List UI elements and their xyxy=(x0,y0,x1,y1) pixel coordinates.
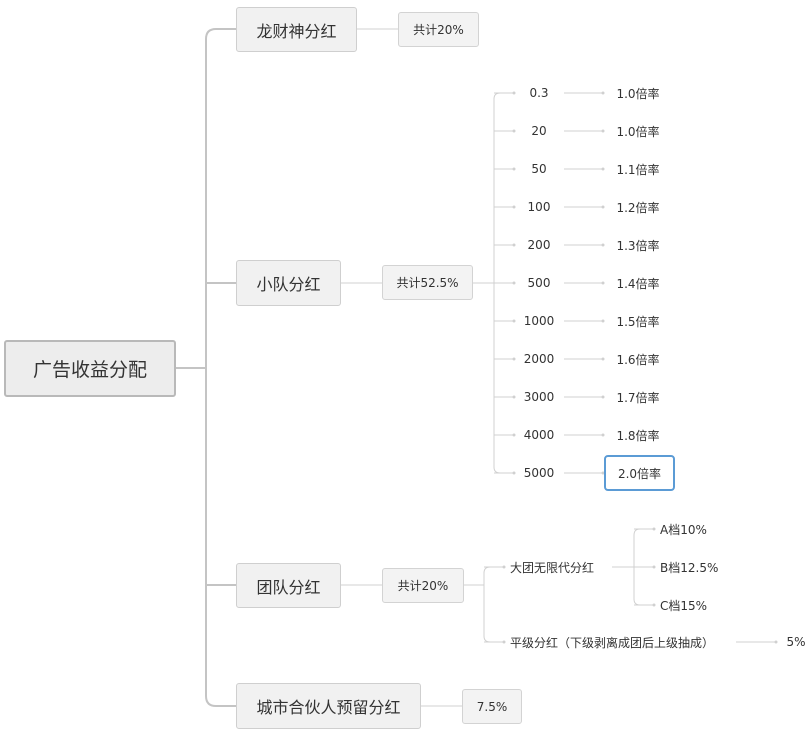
tier-stub-dot xyxy=(512,471,516,475)
tier-rate[interactable]: 1.3倍率 xyxy=(616,238,660,253)
tier-stub-dot xyxy=(512,395,516,399)
branch-city-partner[interactable]: 城市合伙人预留分红 xyxy=(236,683,421,729)
tier-stub-dot xyxy=(512,243,516,247)
tier-rate[interactable]: 1.0倍率 xyxy=(616,124,660,139)
tier-rate-dot xyxy=(601,471,605,475)
tier-rate[interactable]: 1.2倍率 xyxy=(616,200,660,215)
sub-connector-dot xyxy=(502,565,506,569)
sub-connector-dot xyxy=(652,527,656,531)
tier-rate[interactable]: 1.1倍率 xyxy=(616,162,660,177)
tier-rate[interactable]: 1.4倍率 xyxy=(616,276,660,291)
total-tuandui[interactable]: 共计20% xyxy=(382,568,464,603)
sub-datuan[interactable]: 大团无限代分红 xyxy=(510,560,595,575)
tier-amount[interactable]: 20 xyxy=(531,124,547,138)
branch-longcaishen[interactable]: 龙财神分红 xyxy=(236,7,357,52)
tier-stub-dot xyxy=(512,91,516,95)
total-longcaishen[interactable]: 共计20% xyxy=(398,12,479,47)
tier-amount[interactable]: 2000 xyxy=(523,352,555,366)
tier-amount[interactable]: 0.3 xyxy=(529,86,549,100)
tier-amount[interactable]: 1000 xyxy=(523,314,555,328)
tier-rate[interactable]: 1.5倍率 xyxy=(616,314,660,329)
grade-a[interactable]: A档10% xyxy=(660,522,707,537)
tier-rate-dot xyxy=(601,91,605,95)
tier-amount[interactable]: 200 xyxy=(527,238,551,252)
sub-pingji-value[interactable]: 5% xyxy=(786,635,806,649)
tier-rate[interactable]: 1.6倍率 xyxy=(616,352,660,367)
tier-rate-dot xyxy=(601,357,605,361)
tier-rate-dot xyxy=(601,129,605,133)
tier-rate-dot xyxy=(601,281,605,285)
tier-rate-dot xyxy=(601,205,605,209)
tier-rate[interactable]: 1.0倍率 xyxy=(616,86,660,101)
branch-tuandui[interactable]: 团队分红 xyxy=(236,563,341,608)
tier-amount[interactable]: 3000 xyxy=(523,390,555,404)
tier-stub-dot xyxy=(512,205,516,209)
grade-c[interactable]: C档15% xyxy=(660,598,708,613)
grade-b[interactable]: B档12.5% xyxy=(660,560,719,575)
tier-amount[interactable]: 5000 xyxy=(523,466,555,480)
tier-rate-dot xyxy=(601,433,605,437)
tier-stub-dot xyxy=(512,319,516,323)
tier-rate[interactable]: 1.8倍率 xyxy=(616,428,660,443)
tier-rate-dot xyxy=(601,395,605,399)
tier-stub-dot xyxy=(512,167,516,171)
sub-connector-dot xyxy=(652,603,656,607)
tier-rate-dot xyxy=(601,243,605,247)
tier-amount[interactable]: 100 xyxy=(527,200,551,214)
root-node[interactable]: 广告收益分配 xyxy=(4,340,176,397)
tier-stub-dot xyxy=(512,357,516,361)
tier-amount[interactable]: 4000 xyxy=(523,428,555,442)
sub-pingji[interactable]: 平级分红（下级剥离成团后上级抽成） xyxy=(510,635,715,650)
sub-connector-dot xyxy=(774,640,778,644)
sub-connector-dot xyxy=(652,565,656,569)
branch-xiaodui[interactable]: 小队分红 xyxy=(236,260,341,306)
tier-rate[interactable]: 1.7倍率 xyxy=(616,390,660,405)
tier-rate-selected[interactable]: 2.0倍率 xyxy=(604,455,675,491)
tier-stub-dot xyxy=(512,433,516,437)
tier-amount[interactable]: 500 xyxy=(527,276,551,290)
tier-amount[interactable]: 50 xyxy=(531,162,547,176)
tier-stub-dot xyxy=(512,129,516,133)
tier-rate-dot xyxy=(601,167,605,171)
total-xiaodui[interactable]: 共计52.5% xyxy=(382,265,473,300)
total-city-partner[interactable]: 7.5% xyxy=(462,689,522,724)
tier-stub-dot xyxy=(512,281,516,285)
sub-connector-dot xyxy=(502,640,506,644)
tier-rate-dot xyxy=(601,319,605,323)
